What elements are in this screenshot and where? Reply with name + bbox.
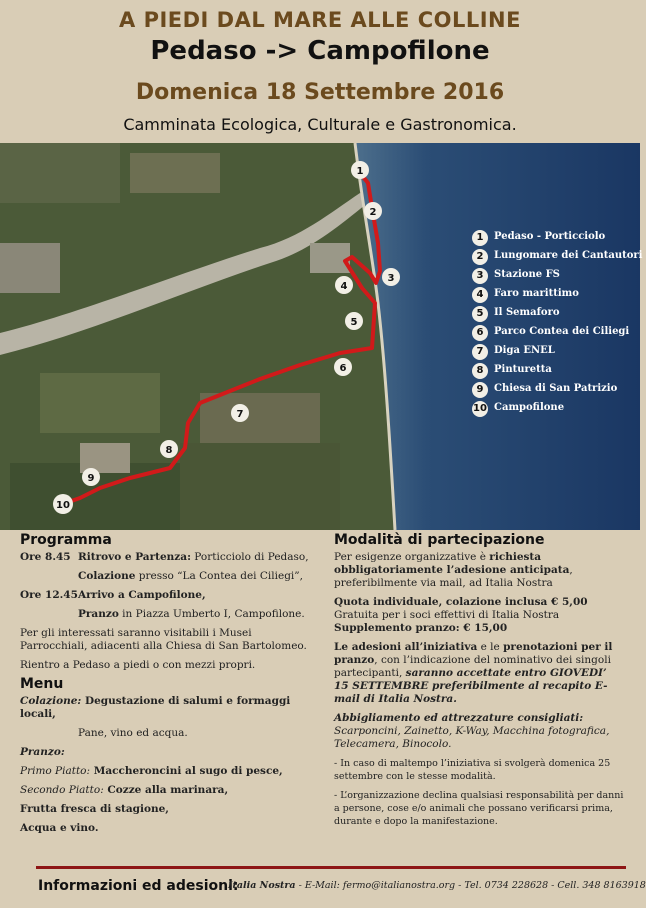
event-date: Domenica 18 Settembre 2016 bbox=[135, 80, 505, 105]
legend-item: 2 Lungomare dei Cantautori bbox=[472, 249, 643, 268]
map-marker-5: 5 bbox=[345, 312, 363, 330]
legend-item: 5 Il Semaforo bbox=[472, 306, 640, 325]
footer-divider bbox=[36, 866, 626, 869]
quota-info: Quota individuale, colazione inclusa € 5… bbox=[334, 596, 624, 635]
adesione-note: Per esigenze organizzative è richiesta o… bbox=[334, 551, 573, 589]
supplemento-pranzo: Supplemento pranzo: € 15,00 bbox=[334, 622, 508, 634]
map-marker-7: 7 bbox=[231, 404, 249, 422]
map-marker-9: 9 bbox=[82, 468, 100, 486]
legend-label: Parco Contea dei Ciliegi bbox=[494, 326, 630, 337]
legend-number: 3 bbox=[472, 268, 488, 284]
responsabilita-note: - L’organizzazione declina qualsiasi res… bbox=[334, 790, 624, 827]
menu-frutta: Frutta fresca di stagione, bbox=[20, 803, 169, 815]
map-marker-10: 10 bbox=[53, 494, 73, 514]
map-marker-4: 4 bbox=[335, 276, 353, 294]
musei-note: Per gli interessati saranno visitabili i… bbox=[20, 627, 307, 652]
legend-number: 2 bbox=[472, 249, 488, 265]
legend-number: 9 bbox=[472, 382, 488, 398]
participation-column: Modalità di partecipazione Per esigenze … bbox=[334, 532, 624, 834]
svg-text:10: 10 bbox=[56, 500, 70, 511]
map-marker-3: 3 bbox=[382, 268, 400, 286]
legend-item: 6 Parco Contea dei Ciliegi bbox=[472, 325, 640, 344]
schedule-event: Arrivo a Campofilone, bbox=[78, 589, 206, 601]
legend-number: 7 bbox=[472, 344, 488, 360]
legend-label: Stazione FS bbox=[494, 269, 560, 280]
legend-number: 1 bbox=[472, 230, 488, 246]
schedule-subrow: Colazione presso “La Contea dei Ciliegi”… bbox=[78, 570, 303, 582]
svg-text:2: 2 bbox=[370, 207, 377, 218]
legend-label: Campofilone bbox=[494, 402, 565, 413]
modalita-title: Modalità di partecipazione bbox=[334, 532, 545, 548]
legend-number: 8 bbox=[472, 363, 488, 379]
footer-title: Informazioni ed adesioni: bbox=[38, 878, 239, 894]
map-marker-2: 2 bbox=[364, 202, 382, 220]
event-subtitle: Camminata Ecologica, Culturale e Gastron… bbox=[123, 115, 517, 134]
menu-title: Menu bbox=[20, 676, 64, 692]
menu-colazione-extra: Pane, vino ed acqua. bbox=[78, 727, 188, 739]
schedule-time: Ore 12.45 bbox=[20, 589, 78, 601]
footer: Informazioni ed adesioni: Italia Nostra … bbox=[0, 866, 646, 908]
programma-title: Programma bbox=[20, 532, 112, 548]
legend-number: 6 bbox=[472, 325, 488, 341]
footer-contacts: Italia Nostra - E-Mail: fermo@italianost… bbox=[228, 880, 646, 891]
legend-number: 10 bbox=[472, 401, 488, 417]
svg-text:8: 8 bbox=[166, 445, 173, 456]
prenotazioni-note: Le adesioni all’iniziativa e le prenotaz… bbox=[334, 641, 613, 705]
map-legend: 1 Pedaso - Porticciolo 2 Lungomare dei Can… bbox=[472, 230, 643, 420]
quota-individuale: Quota individuale, colazione inclusa € 5… bbox=[334, 596, 588, 608]
legend-label: Lungomare dei Cantautori bbox=[494, 250, 643, 261]
legend-label: Chiesa di San Patrizio bbox=[494, 383, 618, 394]
svg-text:6: 6 bbox=[340, 363, 347, 374]
map-marker-8: 8 bbox=[160, 440, 178, 458]
menu-secondo: Secondo Piatto: Cozze alla marinara, bbox=[20, 784, 229, 796]
svg-text:1: 1 bbox=[357, 166, 364, 177]
schedule-subrow: Pranzo in Piazza Umberto I, Campofilone. bbox=[78, 608, 305, 620]
svg-text:9: 9 bbox=[88, 473, 95, 484]
legend-item: 8 Pinturetta bbox=[472, 363, 640, 382]
legend-label: Pedaso - Porticciolo bbox=[494, 231, 606, 242]
schedule-event: Ritrovo e Partenza: bbox=[78, 551, 191, 563]
menu-primo: Primo Piatto: Maccheroncini al sugo di p… bbox=[20, 765, 283, 777]
legend-number: 5 bbox=[472, 306, 488, 322]
svg-text:7: 7 bbox=[237, 409, 244, 420]
menu-pranzo-label: Pranzo: bbox=[20, 746, 65, 758]
menu-colazione: Colazione: Degustazione di salumi e form… bbox=[20, 695, 291, 720]
legend-label: Diga ENEL bbox=[494, 345, 555, 356]
map-marker-6: 6 bbox=[334, 358, 352, 376]
event-title: A PIEDI DAL MARE ALLE COLLINE bbox=[119, 8, 521, 32]
menu-acqua: Acqua e vino. bbox=[20, 822, 99, 834]
map-marker-1: 1 bbox=[351, 161, 369, 179]
legend-item: 3 Stazione FS bbox=[472, 268, 640, 287]
abbigliamento-note: Abbigliamento ed attrezzature consigliat… bbox=[334, 712, 610, 750]
svg-text:3: 3 bbox=[388, 273, 395, 284]
legend-item: 9 Chiesa di San Patrizio bbox=[472, 382, 640, 401]
svg-text:4: 4 bbox=[341, 281, 348, 292]
route-title: Pedaso -> Campofilone bbox=[150, 36, 490, 66]
legend-item: 7 Diga ENEL bbox=[472, 344, 640, 363]
route-line bbox=[58, 171, 382, 507]
legend-label: Pinturetta bbox=[494, 364, 552, 375]
header: A PIEDI DAL MARE ALLE COLLINE Pedaso -> … bbox=[0, 0, 640, 143]
svg-text:5: 5 bbox=[351, 317, 358, 328]
satellite-map-image: 1 2 3 4 5 6 7 8 9 10 bbox=[0, 142, 640, 531]
quota-gratuita: Gratuita per i soci effettivi di Italia … bbox=[334, 609, 560, 621]
legend-number: 4 bbox=[472, 287, 488, 303]
schedule-time: Ore 8.45 bbox=[20, 551, 71, 563]
legend-label: Il Semaforo bbox=[494, 307, 560, 318]
schedule-row: Ore 12.45Arrivo a Campofilone, bbox=[20, 589, 320, 602]
legend-item: 10 Campofilone bbox=[472, 401, 640, 420]
maltempo-note: - In caso di maltempo l’iniziativa si sv… bbox=[334, 758, 611, 782]
legend-item: 1 Pedaso - Porticciolo bbox=[472, 230, 640, 249]
legend-item: 4 Faro marittimo bbox=[472, 287, 640, 306]
legend-label: Faro marittimo bbox=[494, 288, 579, 299]
rientro-note: Rientro a Pedaso a piedi o con mezzi pro… bbox=[20, 659, 256, 671]
